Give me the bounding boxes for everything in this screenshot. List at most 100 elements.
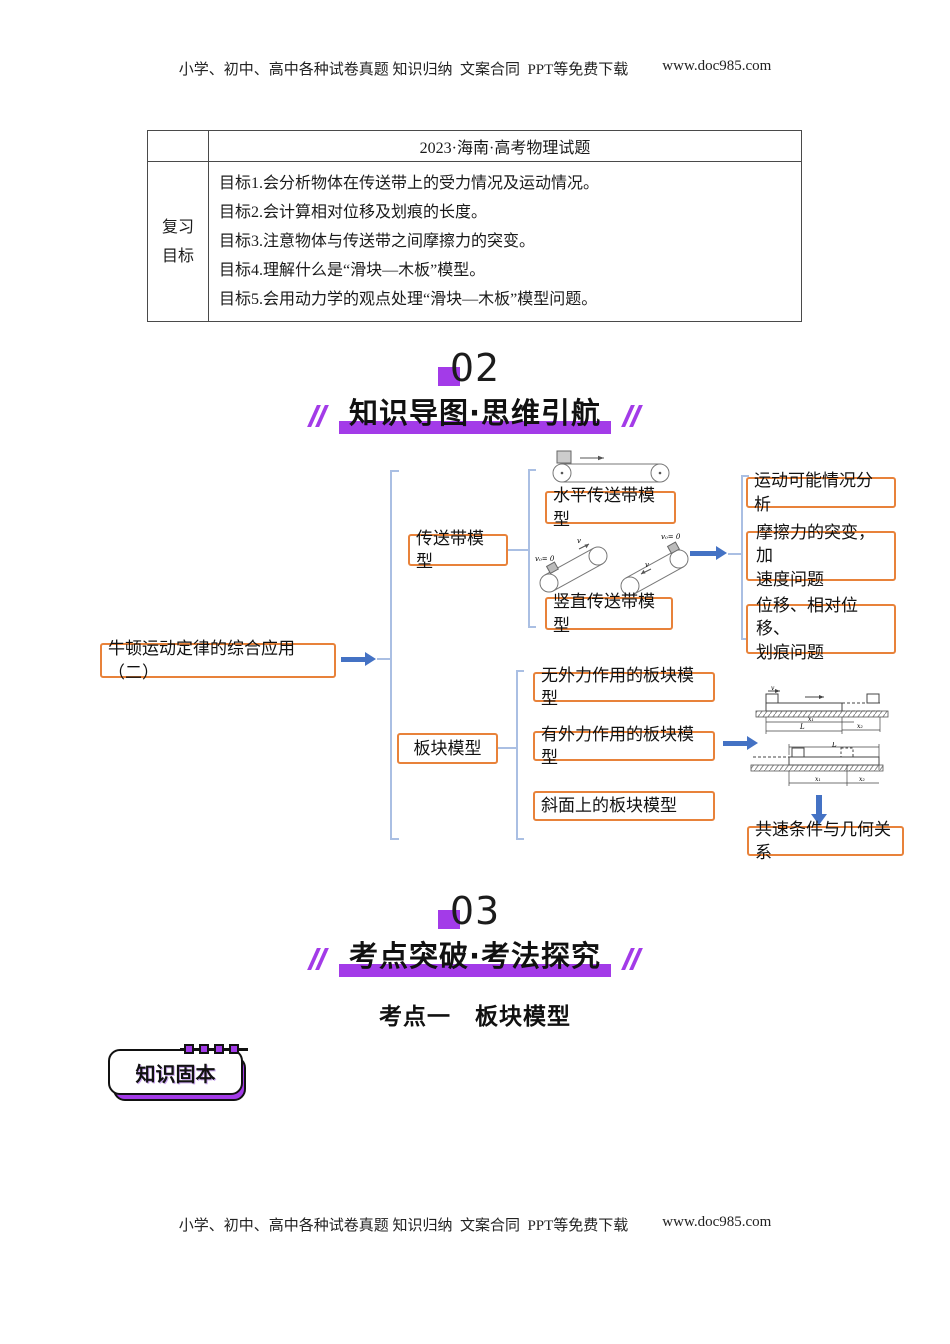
svg-text:v: v bbox=[577, 537, 581, 545]
plank-block-diagram-top: v x₁ L x₂ bbox=[755, 686, 889, 734]
review-label-line2: 目标 bbox=[161, 247, 194, 265]
conveyor-bracket-tick-top bbox=[528, 469, 536, 471]
plank-bracket bbox=[516, 670, 518, 840]
results-bracket-tick-bottom bbox=[741, 638, 749, 640]
svg-text:v₀= 0: v₀= 0 bbox=[535, 555, 555, 563]
plank-bracket-tick-top bbox=[516, 670, 524, 672]
header-text: 小学、初中、高中各种试卷真题 知识归纳 文案合同 PPT等免费下载 bbox=[178, 62, 629, 78]
result-line: 位移、相对位移、 bbox=[756, 595, 858, 639]
section-03-title-row: 考点突破·考法探究 bbox=[0, 933, 950, 977]
common-speed-node: 共速条件与几何关系 bbox=[747, 820, 904, 862]
section-title: 考点突破·考法探究 bbox=[348, 939, 602, 973]
purple-square-decoration bbox=[437, 910, 460, 929]
goal-item: 目标4.理解什么是“滑块—木板”模型。 bbox=[219, 262, 486, 279]
conveyor-bracket bbox=[528, 469, 530, 628]
inclined-conveyor-diagram: v₀= 0 v v₀= 0 v bbox=[535, 533, 689, 595]
section-03-number-row: 03 bbox=[0, 892, 950, 930]
double-slash-icon bbox=[621, 405, 644, 431]
table-row: 2023·海南·高考物理试题 bbox=[147, 130, 802, 162]
plank-model-node: 板块模型 bbox=[397, 733, 498, 764]
vertical-conveyor-node: 竖直传送带模型 bbox=[545, 592, 673, 635]
down-arrow-icon bbox=[811, 795, 827, 825]
plank-block-diagram-bottom: L x₁ x₂ bbox=[750, 742, 884, 786]
conveyor-bracket-tick-bottom bbox=[528, 626, 536, 628]
footer-url: www.doc985.com bbox=[662, 1214, 772, 1230]
purple-bar-decoration bbox=[338, 421, 612, 434]
review-goals-table: 2023·海南·高考物理试题 复习 目标 目标1.会分析物体在传送带上的受力情况… bbox=[147, 130, 802, 322]
square-deco-icon bbox=[199, 1044, 209, 1054]
results-bracket-connector bbox=[728, 553, 741, 555]
square-deco-icon bbox=[214, 1044, 224, 1054]
section-number-wrap: 02 bbox=[437, 346, 501, 390]
double-slash-icon bbox=[306, 948, 329, 974]
table-row: 复习 目标 目标1.会分析物体在传送带上的受力情况及运动情况。 目标2.会计算相… bbox=[147, 161, 802, 322]
exam-title-cell: 2023·海南·高考物理试题 bbox=[208, 130, 802, 162]
plank-bracket-tick-bottom bbox=[516, 838, 524, 840]
header-url: www.doc985.com bbox=[662, 58, 772, 74]
plank-bracket-connector bbox=[498, 747, 516, 749]
section-number: 03 bbox=[449, 889, 501, 933]
right-arrow-icon bbox=[690, 546, 727, 560]
section-number: 02 bbox=[449, 346, 501, 390]
result-line: 速度问题 bbox=[756, 569, 824, 589]
section-02-number-row: 02 bbox=[0, 349, 950, 387]
outer-bracket-connector bbox=[377, 658, 390, 660]
plank-child-node: 斜面上的板块模型 bbox=[533, 791, 715, 821]
section-02-title-row: 知识导图·思维引航 bbox=[0, 390, 950, 434]
results-bracket-tick-top bbox=[741, 475, 749, 477]
svg-text:L: L bbox=[831, 742, 837, 749]
result-line: 摩擦力的突变，加 bbox=[756, 522, 875, 566]
result-line: 划痕问题 bbox=[756, 642, 824, 662]
section-03-banner: 03 考点突破·考法探究 bbox=[0, 892, 950, 977]
section-02-banner: 02 知识导图·思维引航 bbox=[0, 349, 950, 434]
horizontal-conveyor-node: 水平传送带模型 bbox=[545, 486, 676, 529]
plank-child-node: 有外力作用的板块模型 bbox=[533, 725, 715, 767]
horizontal-conveyor-diagram bbox=[552, 450, 670, 483]
square-deco-icon bbox=[184, 1044, 194, 1054]
goal-item: 目标2.会计算相对位移及划痕的长度。 bbox=[219, 204, 488, 221]
section-title: 知识导图·思维引航 bbox=[348, 396, 602, 430]
review-label-line1: 复习 bbox=[161, 218, 194, 236]
double-slash-icon bbox=[621, 948, 644, 974]
outer-bracket-tick-bottom bbox=[390, 838, 399, 840]
outer-bracket-tick-top bbox=[390, 470, 399, 472]
goals-cell: 目标1.会分析物体在传送带上的受力情况及运动情况。 目标2.会计算相对位移及划痕… bbox=[208, 161, 802, 322]
result-node: 位移、相对位移、 划痕问题 bbox=[746, 596, 896, 662]
plank-child-node: 无外力作用的板块模型 bbox=[533, 666, 715, 708]
knowledge-badge: 知识固本 bbox=[108, 1044, 258, 1108]
right-arrow-icon bbox=[723, 736, 758, 750]
outer-bracket bbox=[390, 470, 392, 840]
svg-text:x₁: x₁ bbox=[815, 776, 821, 783]
purple-square-decoration bbox=[437, 367, 460, 386]
conveyor-bracket-connector bbox=[508, 549, 528, 551]
svg-text:v: v bbox=[645, 561, 649, 569]
goal-item: 目标1.会分析物体在传送带上的受力情况及运动情况。 bbox=[219, 175, 600, 192]
square-deco-icon bbox=[229, 1044, 239, 1054]
section-title-box: 知识导图·思维引航 bbox=[338, 390, 612, 434]
page-header: 小学、初中、高中各种试卷真题 知识归纳 文案合同 PPT等免费下载 www.do… bbox=[0, 58, 950, 79]
footer-text: 小学、初中、高中各种试卷真题 知识归纳 文案合同 PPT等免费下载 bbox=[178, 1218, 629, 1234]
section-number-wrap: 03 bbox=[437, 889, 501, 933]
mindmap-root-node: 牛顿运动定律的综合应用（二） bbox=[100, 639, 336, 682]
badge-body: 知识固本 bbox=[108, 1049, 243, 1095]
svg-text:x₂: x₂ bbox=[857, 723, 863, 730]
double-slash-icon bbox=[306, 405, 329, 431]
svg-text:v: v bbox=[771, 686, 775, 692]
result-node: 摩擦力的突变，加 速度问题 bbox=[746, 523, 896, 589]
right-arrow-icon bbox=[341, 652, 376, 666]
svg-text:x₁: x₁ bbox=[808, 716, 814, 723]
review-label-cell: 复习 目标 bbox=[147, 161, 209, 322]
goal-item: 目标5.会用动力学的观点处理“滑块—木板”模型问题。 bbox=[219, 291, 598, 308]
empty-cell bbox=[147, 130, 209, 162]
purple-bar-decoration bbox=[338, 964, 612, 977]
svg-text:v₀= 0: v₀= 0 bbox=[661, 533, 681, 541]
goal-item: 目标3.注意物体与传送带之间摩擦力的突变。 bbox=[219, 233, 536, 250]
page-footer: 小学、初中、高中各种试卷真题 知识归纳 文案合同 PPT等免费下载 www.do… bbox=[0, 1214, 950, 1235]
badge-label: 知识固本 bbox=[135, 1061, 216, 1086]
section-title-box: 考点突破·考法探究 bbox=[338, 933, 612, 977]
svg-text:x₂: x₂ bbox=[859, 776, 865, 783]
result-node: 运动可能情况分析 bbox=[746, 471, 896, 514]
results-bracket bbox=[741, 475, 743, 640]
conveyor-model-node: 传送带模型 bbox=[408, 529, 508, 571]
